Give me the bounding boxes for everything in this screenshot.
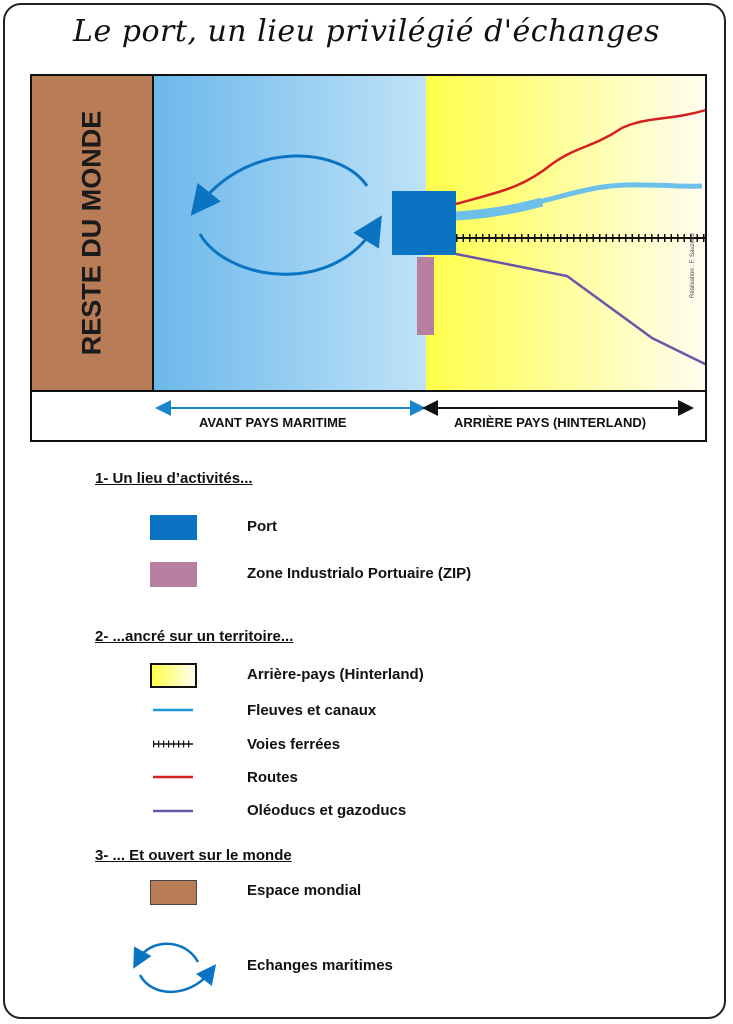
page-title: Le port, un lieu privilégié d'échanges (73, 14, 660, 49)
legend-label-rivers: Fleuves et canaux (247, 702, 377, 719)
legend-section-activities: 1- Un lieu d’activités... (95, 470, 253, 487)
legend-swatch-hinterland (150, 663, 197, 688)
exchange-arrow-top (190, 154, 369, 216)
legend-label-exchanges: Echanges maritimes (247, 957, 393, 974)
legend-label-zip: Zone Industrialo Portuaire (ZIP) (247, 565, 472, 582)
legend-label-hinterland: Arrière-pays (Hinterland) (247, 666, 424, 683)
credit-note: Réalisation : F. Sauzeau (690, 233, 696, 298)
legend-section-world: 3- ... Et ouvert sur le monde (95, 847, 292, 864)
river-line-wide (455, 197, 544, 221)
legend-swatch-port (150, 515, 197, 540)
zip-area (417, 257, 434, 335)
legend-swatch-world (150, 880, 197, 905)
world-zone: RESTE DU MONDE (32, 76, 154, 390)
pipeline-line (455, 252, 705, 366)
hinterland-label: ARRIÈRE PAYS (HINTERLAND) (454, 415, 647, 430)
hinterland-zone (426, 76, 705, 390)
zones-bar (30, 390, 707, 442)
road-line (455, 108, 705, 206)
map-features (190, 108, 705, 366)
exchange-arrow-bottom (198, 215, 382, 276)
foreland-label: AVANT PAYS MARITIME (199, 415, 347, 430)
legend-label-pipelines: Oléoducs et gazoducs (247, 802, 407, 819)
legend-swatch-zip (150, 562, 197, 587)
port-square (392, 191, 456, 255)
port-diagram: RESTE DU MONDE (30, 74, 707, 392)
legend-label-rail: Voies ferrées (247, 736, 341, 753)
legend-label-port: Port (247, 518, 277, 535)
legend-label-world: Espace mondial (247, 882, 362, 899)
legend-section-territory: 2- ...ancré sur un territoire... (95, 628, 294, 645)
page-frame (3, 3, 726, 1019)
legend-label-roads: Routes (247, 769, 298, 786)
